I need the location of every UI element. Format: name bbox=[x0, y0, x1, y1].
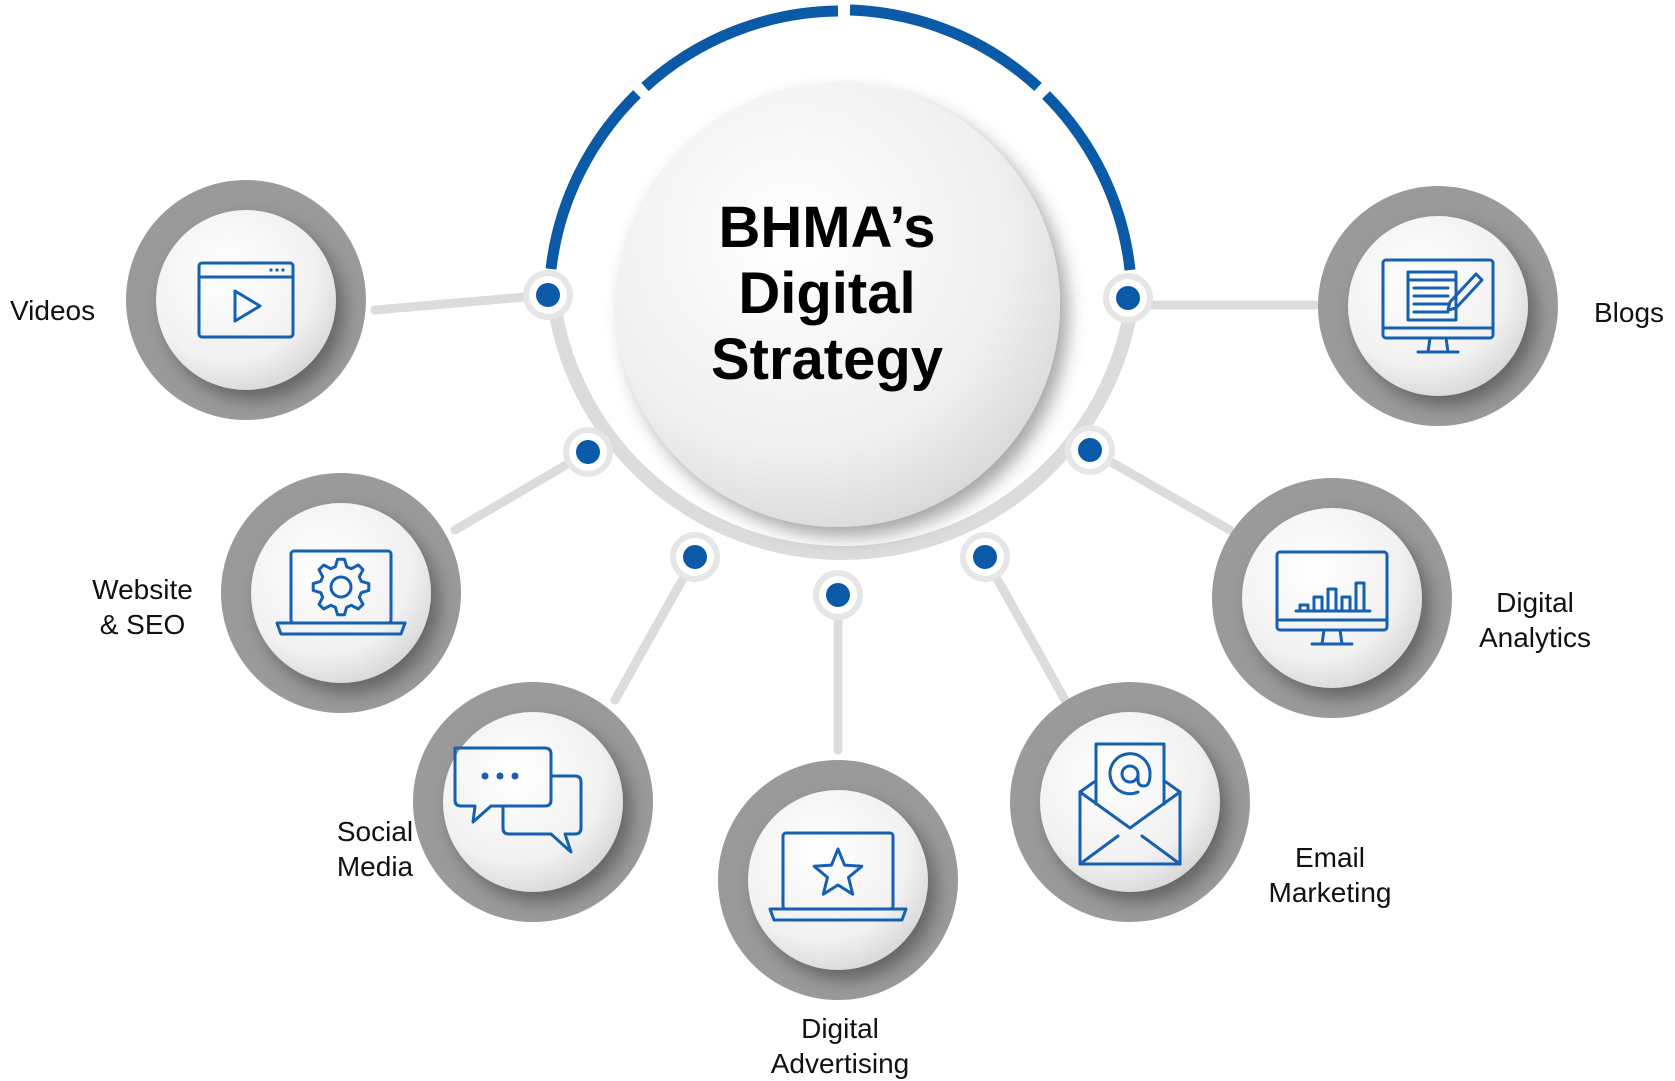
label-digital-advertising-line1: Digital bbox=[801, 1013, 879, 1044]
label-digital-analytics: Digital Analytics bbox=[1460, 585, 1610, 655]
label-social-media-line2: Media bbox=[336, 851, 414, 882]
junction-dot-social-media bbox=[670, 532, 720, 582]
center-title-line2: Digital bbox=[738, 261, 916, 326]
node-inner-circle bbox=[748, 790, 928, 970]
label-email-marketing-line1: Email bbox=[1294, 842, 1365, 873]
connector-digital-analytics bbox=[1085, 445, 1235, 535]
label-social-media-line1: Social bbox=[336, 816, 414, 847]
node-digital-analytics bbox=[1212, 478, 1452, 718]
label-blogs: Blogs bbox=[1594, 295, 1664, 330]
label-website-seo: Website & SEO bbox=[80, 572, 205, 642]
hub-arc-blue bbox=[545, 4, 1136, 271]
laptop-gear-icon bbox=[275, 549, 407, 636]
node-inner-circle bbox=[156, 210, 336, 390]
junction-dot-digital-analytics bbox=[1065, 425, 1115, 475]
chat-bubbles-icon bbox=[453, 746, 583, 854]
center-title-line3: Strategy bbox=[710, 327, 944, 392]
connector-social-media bbox=[610, 552, 700, 705]
label-videos: Videos bbox=[10, 293, 95, 328]
connector-email-marketing bbox=[980, 552, 1070, 705]
junction-dot-videos bbox=[523, 270, 573, 320]
envelope-at-icon bbox=[1078, 742, 1182, 866]
label-website-seo-line1: Website bbox=[92, 574, 193, 605]
node-blogs bbox=[1318, 186, 1558, 426]
node-inner-circle bbox=[1348, 216, 1528, 396]
label-email-marketing-line2: Marketing bbox=[1268, 877, 1392, 908]
laptop-star-icon bbox=[768, 831, 908, 922]
center-title: BHMA’s Digital Strategy bbox=[617, 195, 1037, 393]
label-email-marketing: Email Marketing bbox=[1255, 840, 1405, 910]
node-email-marketing bbox=[1010, 682, 1250, 922]
video-player-icon bbox=[197, 261, 295, 339]
node-digital-advertising bbox=[718, 760, 958, 1000]
junction-dots bbox=[523, 270, 1153, 620]
connector-videos bbox=[370, 290, 553, 315]
label-digital-analytics-line1: Digital bbox=[1496, 587, 1574, 618]
junction-dot-email-marketing bbox=[960, 532, 1010, 582]
node-inner-circle bbox=[443, 712, 623, 892]
label-website-seo-line2: & SEO bbox=[99, 609, 186, 640]
label-social-media: Social Media bbox=[325, 814, 425, 884]
connectors bbox=[370, 290, 1320, 755]
junction-dot-blogs bbox=[1103, 273, 1153, 323]
connector-website-seo bbox=[450, 447, 593, 535]
label-digital-advertising: Digital Advertising bbox=[750, 1011, 930, 1081]
node-website-seo bbox=[221, 473, 461, 713]
node-group bbox=[126, 180, 1558, 1000]
node-social-media bbox=[413, 682, 653, 922]
monitor-chart-icon bbox=[1275, 550, 1389, 646]
junction-dot-digital-advertising bbox=[813, 570, 863, 620]
junction-dot-website-seo bbox=[563, 427, 613, 477]
center-circle bbox=[616, 83, 1060, 527]
node-inner-circle bbox=[1242, 508, 1422, 688]
node-inner-circle bbox=[1040, 712, 1220, 892]
label-digital-analytics-line2: Analytics bbox=[1478, 622, 1592, 653]
hub-ring-gray bbox=[546, 295, 1139, 560]
label-videos-line1: Videos bbox=[10, 295, 96, 326]
label-blogs-line1: Blogs bbox=[1594, 297, 1665, 328]
monitor-document-pen-icon bbox=[1381, 258, 1495, 354]
center-title-line1: BHMA’s bbox=[718, 195, 936, 260]
node-videos bbox=[126, 180, 366, 420]
label-digital-advertising-line2: Advertising bbox=[770, 1048, 910, 1079]
node-inner-circle bbox=[251, 503, 431, 683]
